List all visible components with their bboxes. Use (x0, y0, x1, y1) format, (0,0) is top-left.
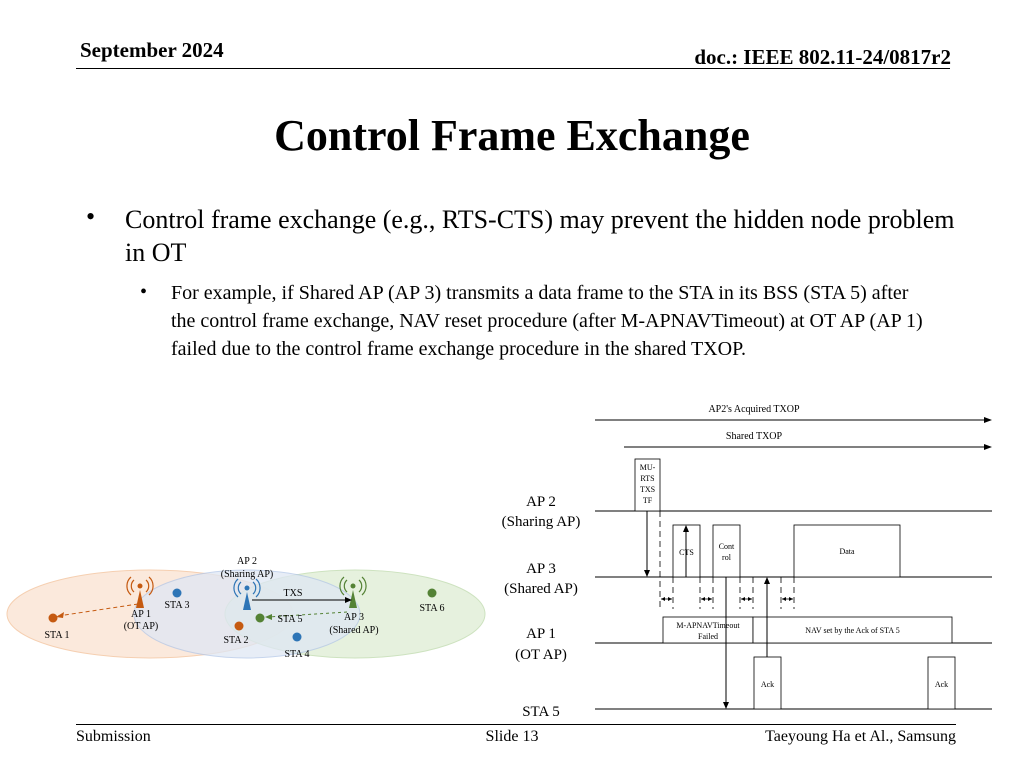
sta6-label: STA 6 (419, 603, 444, 614)
svg-text:Ack: Ack (761, 680, 774, 689)
ap3-to-sta5-arrow (267, 611, 348, 618)
ap2-label-1: AP 2 (237, 556, 257, 567)
data-frame (793, 524, 901, 578)
sta5-dot (255, 613, 265, 623)
row-ap3-label-2: (Shared AP) (504, 581, 578, 597)
sta1-dot (48, 613, 58, 623)
svg-text:Cont: Cont (719, 542, 735, 551)
ap1-label-2: (OT AP) (124, 621, 159, 632)
ap2-label-2: (Sharing AP) (221, 569, 274, 580)
sta1-label: STA 1 (44, 630, 69, 641)
control-frame (712, 524, 741, 578)
row-ap3-label-1: AP 3 (526, 561, 556, 577)
sta3-dot (172, 588, 182, 598)
svg-text:rol: rol (722, 553, 732, 562)
sta2-label: STA 2 (223, 635, 248, 646)
sta2-dot (234, 621, 244, 631)
footer-divider (76, 724, 956, 725)
sta4-dot (292, 632, 302, 642)
sta4-label: STA 4 (284, 649, 309, 660)
sta3-label: STA 3 (164, 600, 189, 611)
timeline-diagram: AP2's Acquired TXOP Shared TXOP AP 2 (Sh… (502, 404, 992, 720)
sub-bullet-dot: • (140, 281, 148, 303)
bullet-sub-text: For example, if Shared AP (AP 3) transmi… (171, 282, 923, 360)
svg-text:MU-: MU- (640, 463, 656, 472)
bss-ap2-area (133, 569, 361, 659)
ap3-label-1: AP 3 (344, 612, 364, 623)
slide-title: Control Frame Exchange (274, 111, 750, 160)
svg-text:Data: Data (839, 547, 855, 556)
header-date: September 2024 (80, 38, 224, 62)
svg-text:TF: TF (643, 496, 653, 505)
topology-diagram: AP 2 (Sharing AP) TXS STA 3 AP 1 (OT AP)… (6, 556, 486, 660)
txs-label: TXS (284, 588, 303, 599)
ap1-label-1: AP 1 (131, 609, 151, 620)
row-ap2-label-1: AP 2 (526, 494, 556, 510)
footer-slide-number: Slide 13 (485, 728, 539, 745)
row-sta5-label: STA 5 (522, 704, 560, 720)
row-ap2-label-2: (Sharing AP) (502, 514, 581, 530)
ap3-label-2: (Shared AP) (329, 625, 378, 636)
bullet-dot: • (86, 202, 96, 231)
nav-box (752, 616, 953, 644)
mu-rts-frame (634, 458, 661, 512)
ap2-txop-label: AP2's Acquired TXOP (708, 404, 800, 415)
row-ap1-label-1: AP 1 (526, 626, 556, 642)
ifs-markers (659, 511, 795, 609)
ap1-tower-icon (126, 576, 154, 608)
ap3-tower-icon (339, 576, 367, 608)
footer-submission: Submission (76, 728, 151, 745)
svg-text:NAV set by the Ack of STA 5: NAV set by the Ack of STA 5 (805, 626, 899, 635)
sta6-dot (427, 588, 437, 598)
sta5-label: STA 5 (277, 614, 302, 625)
header-divider (76, 68, 950, 69)
ap2-tower-icon (233, 578, 261, 610)
svg-text:RTS: RTS (640, 474, 654, 483)
timeout-box (662, 616, 754, 644)
bullet-main-text: Control frame exchange (e.g., RTS-CTS) m… (125, 205, 955, 267)
svg-text:Ack: Ack (935, 680, 948, 689)
svg-text:TXS: TXS (640, 485, 655, 494)
svg-text:M-APNAVTimeout: M-APNAVTimeout (676, 621, 740, 630)
header-doc-id: doc.: IEEE 802.11-24/0817r2 (694, 45, 951, 69)
footer-author: Taeyoung Ha et Al., Samsung (765, 728, 956, 745)
row-ap1-label-2: (OT AP) (515, 647, 567, 663)
shared-txop-label: Shared TXOP (726, 431, 783, 442)
svg-text:Failed: Failed (698, 632, 718, 641)
ack2-frame (927, 656, 956, 710)
